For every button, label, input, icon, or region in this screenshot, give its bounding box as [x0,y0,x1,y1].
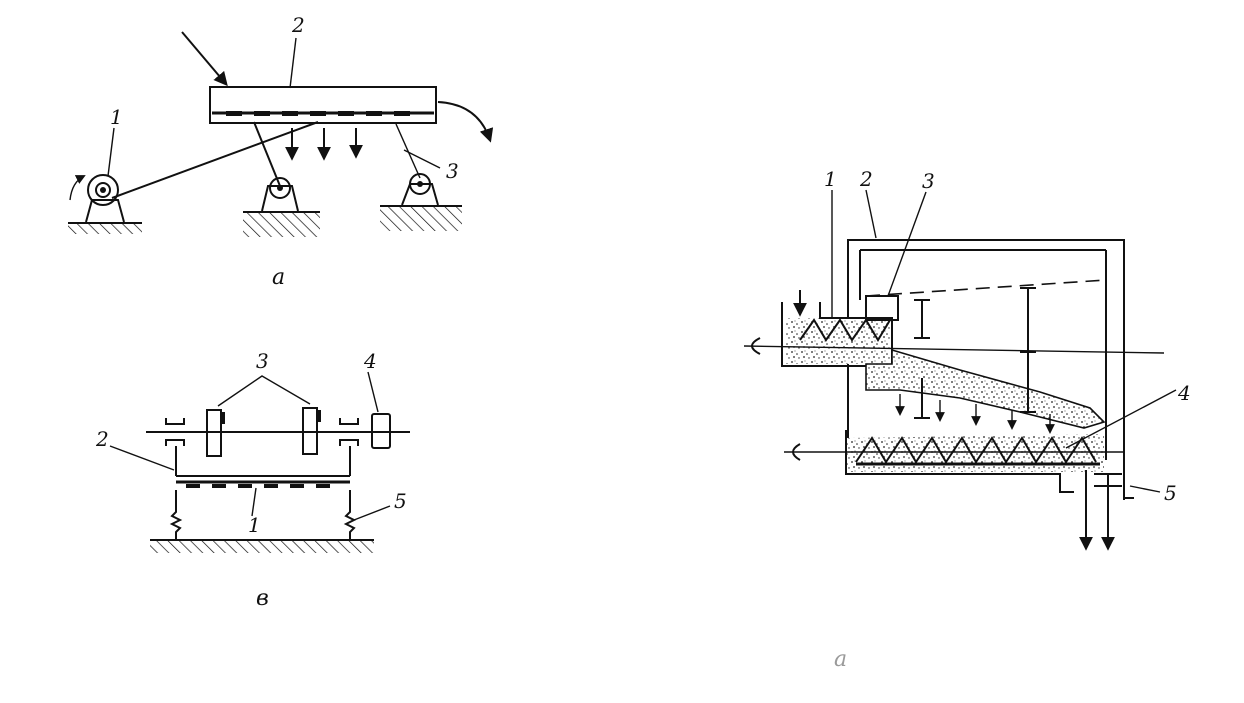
crank-drive [69,174,125,223]
label-5: 5 [394,489,407,513]
ground-left [68,222,142,234]
scheme-c-screw-screen: 1 2 3 4 5 а [743,167,1191,672]
label-5: 5 [1164,481,1177,505]
leader-line [353,505,391,521]
leader-line [107,127,115,177]
scheme-b-inertia-screen: 3 4 2 1 5 в [95,349,410,611]
connecting-rod [111,121,319,199]
leader-line [289,37,297,89]
leader-line [865,189,877,239]
material-layer [865,348,1106,429]
upper-trough [743,295,1165,367]
rotation-arrow [751,337,761,355]
spring-right [343,490,357,540]
label-1: 1 [248,513,261,537]
caption-a: а [272,265,285,290]
leader-line [251,487,257,517]
label-2: 2 [859,167,873,191]
leader-line [887,191,927,297]
scheme-a-vibrating-screen: 1 2 3 а [68,13,494,290]
leader-line [1065,389,1177,449]
outlet [1079,470,1134,551]
label-1: 1 [110,105,123,129]
leader-line [367,371,379,413]
bearing-left [165,418,185,476]
label-3: 3 [256,349,269,373]
label-1: 1 [824,167,837,191]
caption-b: в [256,586,269,611]
caption-c: а [834,647,847,672]
leader-line [217,375,311,407]
rotation-arrow [792,443,801,461]
label-4: 4 [363,349,377,373]
ground-right [380,205,462,231]
leader-line [1129,485,1161,493]
support-middle [253,121,299,212]
lower-trough [784,430,1124,493]
feed-arrow [181,31,228,87]
label-3: 3 [446,159,459,183]
label-4: 4 [1177,381,1191,405]
label-2: 2 [95,427,109,451]
ground [150,541,374,553]
discharge-arrow [437,101,494,143]
label-2: 2 [291,13,305,37]
spring-left [169,490,183,540]
bearing-right [339,418,359,476]
unbalanced-weight [206,409,222,457]
support-right [395,123,441,206]
screen-deck [176,475,350,488]
ground-middle [243,211,320,237]
screen-box [209,86,437,124]
label-3: 3 [922,169,935,193]
unbalanced-weight [302,407,318,455]
leader-line [109,445,175,471]
upper-screen-line [865,279,1107,297]
deck-supports [914,287,1036,419]
pulley [371,413,391,449]
